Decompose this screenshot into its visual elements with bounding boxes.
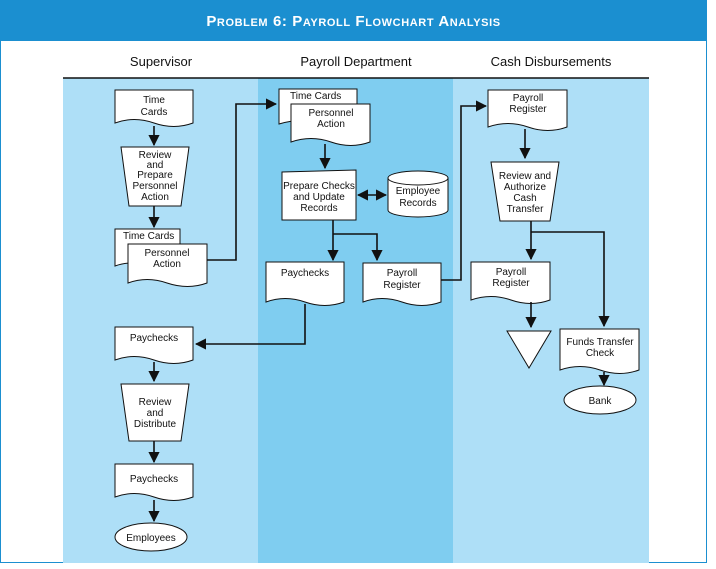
doc-payroll-register-payroll-line-2: Register <box>383 280 421 291</box>
manual-review-authorize-line-3: Cash <box>513 193 536 204</box>
process-prepare-checks-line-1: Prepare Checks <box>283 181 355 192</box>
manual-review-prepare-line-5: Action <box>141 192 169 203</box>
process-prepare-checks-line-3: Records <box>300 203 337 214</box>
page-title: Problem 6: Payroll Flowchart Analysis <box>206 12 501 30</box>
title-bar: Problem 6: Payroll Flowchart Analysis <box>1 1 706 41</box>
manual-review-prepare-line-3: Prepare <box>137 170 173 181</box>
terminal-bank-label: Bank <box>589 396 613 407</box>
doc-payroll-register-cash-2-line-1: Payroll <box>496 267 527 278</box>
manual-review-prepare-line-1: Review <box>139 150 173 161</box>
manual-review-distribute-line-3: Distribute <box>134 419 177 430</box>
doc-time-cards-2-label: Time Cards <box>123 231 174 242</box>
lane-bg-payroll <box>258 78 453 563</box>
doc-paychecks-supervisor: Paychecks <box>114 326 194 364</box>
doc-payroll-register-cash: Payroll Register <box>487 89 568 131</box>
doc-paychecks-payroll: Paychecks <box>265 261 345 306</box>
lane-label-payroll: Payroll Department <box>300 54 412 69</box>
process-prepare-checks: Prepare Checks and Update Records <box>281 169 357 221</box>
doc-time-cards-1-line-1: Time <box>143 95 165 106</box>
manual-review-prepare: Review and Prepare Personnel Action <box>120 146 190 207</box>
doc-time-cards-1-line-2: Cards <box>141 107 168 118</box>
doc-payroll-register-cash-2: Payroll Register <box>470 261 551 304</box>
doc-payroll-register-cash-line-1: Payroll <box>513 93 544 104</box>
doc-paychecks-supervisor-2: Paychecks <box>114 463 194 501</box>
doc-personnel-action-2-line-1: Personnel <box>144 248 189 259</box>
doc-payroll-register-cash-2-line-2: Register <box>492 278 530 289</box>
doc-payroll-register-payroll-line-1: Payroll <box>387 268 418 279</box>
lane-label-supervisor: Supervisor <box>130 54 193 69</box>
disk-employee-records-line-1: Employee <box>396 186 441 197</box>
doc-payroll-register-payroll: Payroll Register <box>362 262 442 306</box>
process-prepare-checks-line-2: and Update <box>293 192 345 203</box>
doc-funds-transfer-line-2: Check <box>586 348 615 359</box>
lane-label-cash: Cash Disbursements <box>491 54 612 69</box>
doc-personnel-action-3-line-2: Action <box>317 119 345 130</box>
manual-review-authorize-line-4: Transfer <box>507 204 545 215</box>
doc-paychecks-supervisor-label: Paychecks <box>130 333 178 344</box>
terminal-bank: Bank <box>563 385 637 415</box>
doc-funds-transfer-check: Funds Transfer Check <box>559 328 640 374</box>
flowchart: Supervisor Payroll Department Cash Disbu… <box>63 54 649 563</box>
manual-review-authorize: Review and Authorize Cash Transfer <box>490 161 560 222</box>
doc-paychecks-payroll-label: Paychecks <box>281 268 329 279</box>
doc-personnel-action-2-line-2: Action <box>153 259 181 270</box>
doc-paychecks-supervisor-2-label: Paychecks <box>130 474 178 485</box>
manual-review-prepare-line-4: Personnel <box>132 181 177 192</box>
manual-review-authorize-line-2: Authorize <box>504 182 547 193</box>
doc-time-cards-1: Time Cards <box>114 89 194 127</box>
terminal-employees-label: Employees <box>126 533 175 544</box>
file-offline-triangle <box>506 330 552 369</box>
manual-review-authorize-line-1: Review and <box>499 171 551 182</box>
disk-employee-records: Employee Records <box>387 170 449 218</box>
diagram-frame: Problem 6: Payroll Flowchart Analysis <box>0 0 707 563</box>
doc-personnel-action-3-line-1: Personnel <box>308 108 353 119</box>
manual-review-distribute-line-1: Review <box>139 397 173 408</box>
lane-bg-cash <box>453 78 649 563</box>
doc-funds-transfer-line-1: Funds Transfer <box>566 337 634 348</box>
doc-time-cards-3-label: Time Cards <box>290 91 341 102</box>
manual-review-distribute-line-2: and <box>147 408 164 419</box>
doc-payroll-register-cash-line-2: Register <box>509 104 547 115</box>
doc-stack-payroll: Time Cards Personnel Action <box>278 88 371 146</box>
manual-review-distribute: Review and Distribute <box>120 383 190 442</box>
doc-stack-supervisor: Time Cards Personnel Action <box>114 228 208 287</box>
disk-employee-records-line-2: Records <box>399 198 436 209</box>
manual-review-prepare-line-2: and <box>147 160 164 171</box>
terminal-employees: Employees <box>114 522 188 552</box>
